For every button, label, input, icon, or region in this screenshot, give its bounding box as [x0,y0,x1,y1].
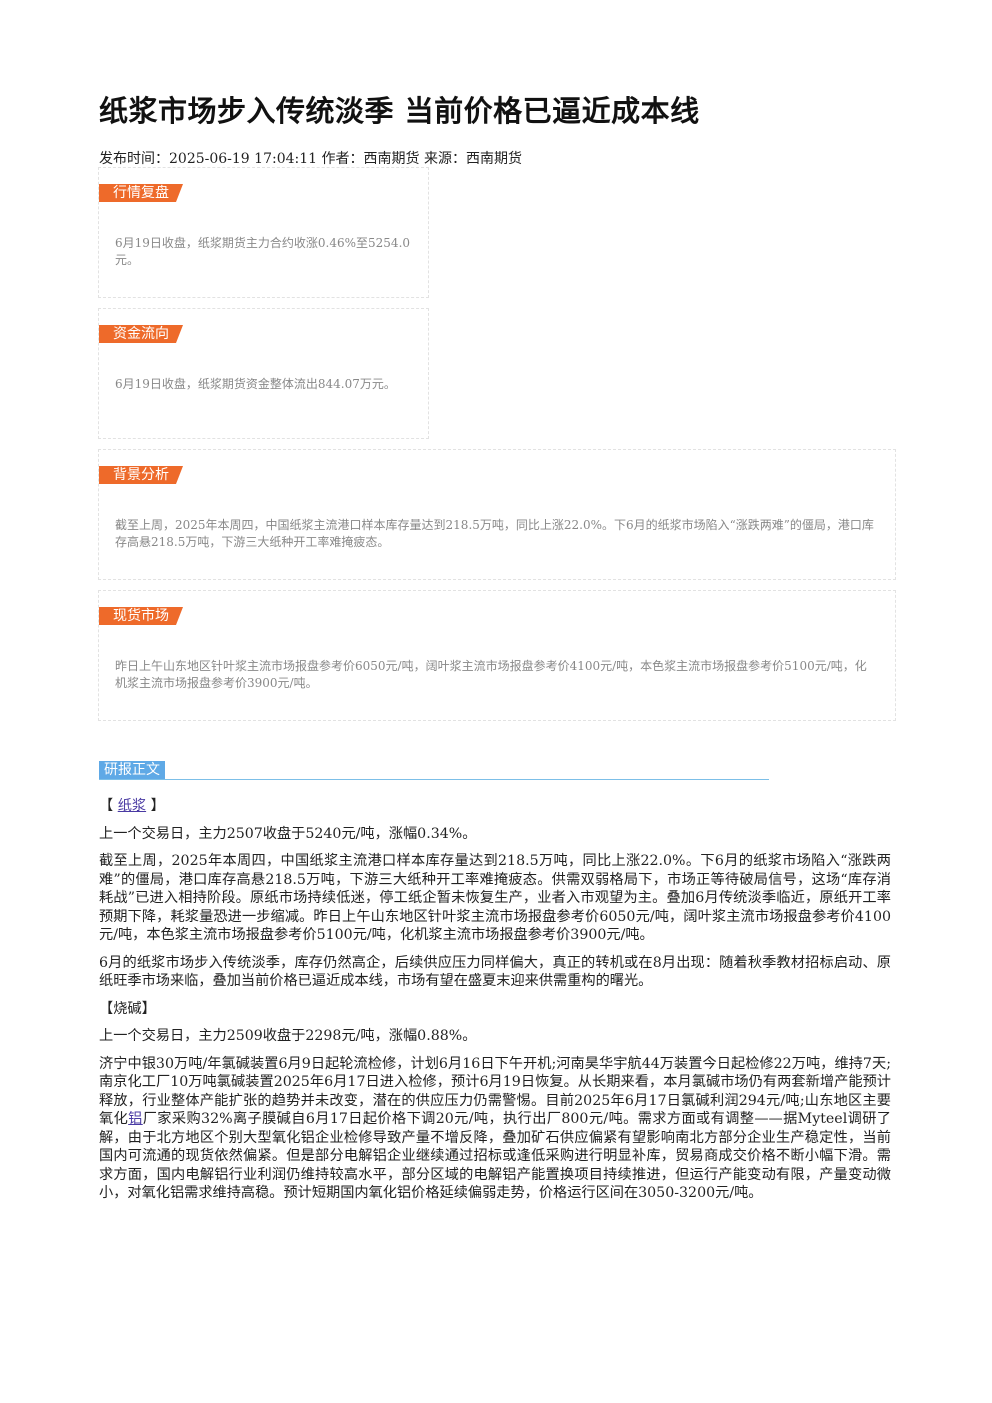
pulp-heading: 【 纸浆 】 [99,797,891,816]
spot-tag: 现货市场 [99,607,183,625]
article-title: 纸浆市场步入传统淡季 当前价格已逼近成本线 [99,94,700,128]
pulp-bracket-close: 】 [150,798,165,814]
caustic-text-after: 厂家采购32%离子膜碱自6月17日起价格下调20元/吨，执行出厂800元/吨。需… [99,1111,891,1201]
background-card: 背景分析 截至上周，2025年本周四，中国纸浆主流港口样本库存量达到218.5万… [98,449,896,580]
report-divider [99,779,769,780]
pulp-paragraph-1: 上一个交易日，主力2507收盘于5240元/吨，涨幅0.34%。 [99,825,477,842]
pulp-paragraph-3: 6月的纸浆市场步入传统淡季，库存仍然高企，后续供应压力同样偏大，真正的转机或在8… [99,954,891,990]
article-meta: 发布时间：2025-06-19 17:04:11 作者：西南期货 来源：西南期货 [99,151,522,167]
background-tag: 背景分析 [99,466,183,484]
funds-tag: 资金流向 [99,325,183,343]
spot-card: 现货市场 昨日上午山东地区针叶浆主流市场报盘参考价6050元/吨，阔叶浆主流市场… [98,590,896,721]
spot-text: 昨日上午山东地区针叶浆主流市场报盘参考价6050元/吨，阔叶浆主流市场报盘参考价… [115,659,867,690]
review-tag: 行情复盘 [99,184,183,202]
pulp-bracket-open: 【 [99,798,114,814]
review-text: 6月19日收盘，纸浆期货主力合约收涨0.46%至5254.0元。 [115,236,411,267]
caustic-text-before: 济宁中银30万吨/年氯碱装置6月9日起轮流检修，计划6月16日下午开机;河南昊华… [99,1055,891,1128]
background-text: 截至上周，2025年本周四，中国纸浆主流港口样本库存量达到218.5万吨，同比上… [115,518,874,549]
caustic-paragraph-2: 济宁中银30万吨/年氯碱装置6月9日起轮流检修，计划6月16日下午开机;河南昊华… [99,1055,891,1203]
funds-text: 6月19日收盘，纸浆期货资金整体流出844.07万元。 [115,377,396,391]
caustic-paragraph-1: 上一个交易日，主力2509收盘于2298元/吨，涨幅0.88%。 [99,1028,477,1044]
pulp-link[interactable]: 纸浆 [117,798,147,814]
funds-card: 资金流向 6月19日收盘，纸浆期货资金整体流出844.07万元。 [98,308,429,439]
report-tag: 研报正文 [99,761,165,779]
review-card: 行情复盘 6月19日收盘，纸浆期货主力合约收涨0.46%至5254.0元。 [98,167,429,298]
report-content: 【 纸浆 】 上一个交易日，主力2507收盘于5240元/吨，涨幅0.34%。 … [99,797,891,1212]
aluminum-link[interactable]: 铝 [128,1111,143,1127]
pulp-paragraph-2: 截至上周，2025年本周四，中国纸浆主流港口样本库存量达到218.5万吨，同比上… [99,853,891,943]
caustic-heading: 【烧碱】 [99,1000,156,1017]
